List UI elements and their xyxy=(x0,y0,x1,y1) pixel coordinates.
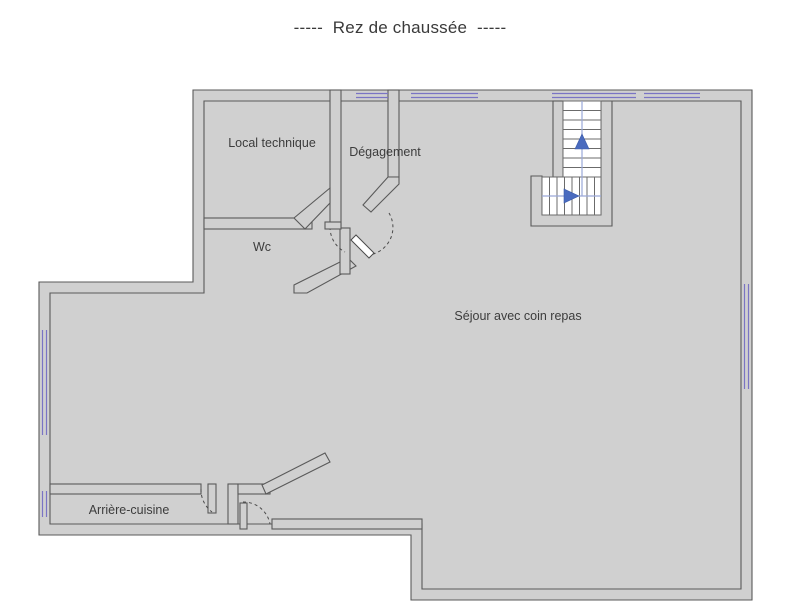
partition-wall-arriere-cuisine-right xyxy=(227,483,239,525)
partition-wall-arriere-cuisine-top xyxy=(49,483,202,495)
partition-wall-degagement-right xyxy=(387,89,400,178)
windows-group xyxy=(41,92,750,517)
partition-wall-local-technique-bottom xyxy=(203,217,313,230)
room-label-local-technique: Local technique xyxy=(228,136,316,150)
room-label-wc: Wc xyxy=(253,240,271,254)
window-left-1 xyxy=(41,330,48,435)
diagonal-wall-corridor xyxy=(261,452,331,495)
window-left-2 xyxy=(41,491,48,517)
room-label-arriere-cuisine: Arrière-cuisine xyxy=(89,503,170,517)
diagonal-wall-degagement-right xyxy=(362,176,400,213)
walls-group xyxy=(38,89,753,601)
door-jamb-arriere-cuisine xyxy=(207,483,217,514)
door-jamb-degagement-left xyxy=(324,221,342,230)
door-swing-degagement-right xyxy=(368,212,394,256)
doors-group xyxy=(200,212,394,525)
window-top-3 xyxy=(552,92,636,99)
door-jamb-wc xyxy=(339,227,351,275)
stair-arrow-up-icon xyxy=(574,133,590,150)
partition-wall-degagement-left xyxy=(329,89,342,228)
room-labels-group: Local technique Dégagement Wc Séjour ave… xyxy=(89,136,582,517)
door-swing-corridor xyxy=(242,501,271,525)
window-right xyxy=(743,284,750,389)
staircase xyxy=(541,100,602,216)
stairwell-wall-upper-left xyxy=(552,100,564,178)
window-top-4 xyxy=(644,92,700,99)
window-top-2 xyxy=(411,92,478,99)
stair-arrow-right-icon xyxy=(563,188,580,204)
window-top-1 xyxy=(356,92,388,99)
page-title: ----- Rez de chaussée ----- xyxy=(293,18,507,37)
door-jamb-corridor xyxy=(239,502,248,530)
door-leaf-degagement-right xyxy=(350,234,375,259)
partition-wall-corridor-bottom-right xyxy=(271,518,423,530)
door-swing-arriere-cuisine xyxy=(200,488,213,513)
diagonal-wall-local-technique xyxy=(293,186,331,230)
room-label-degagement: Dégagement xyxy=(349,145,421,159)
room-label-sejour: Séjour avec coin repas xyxy=(454,309,581,323)
